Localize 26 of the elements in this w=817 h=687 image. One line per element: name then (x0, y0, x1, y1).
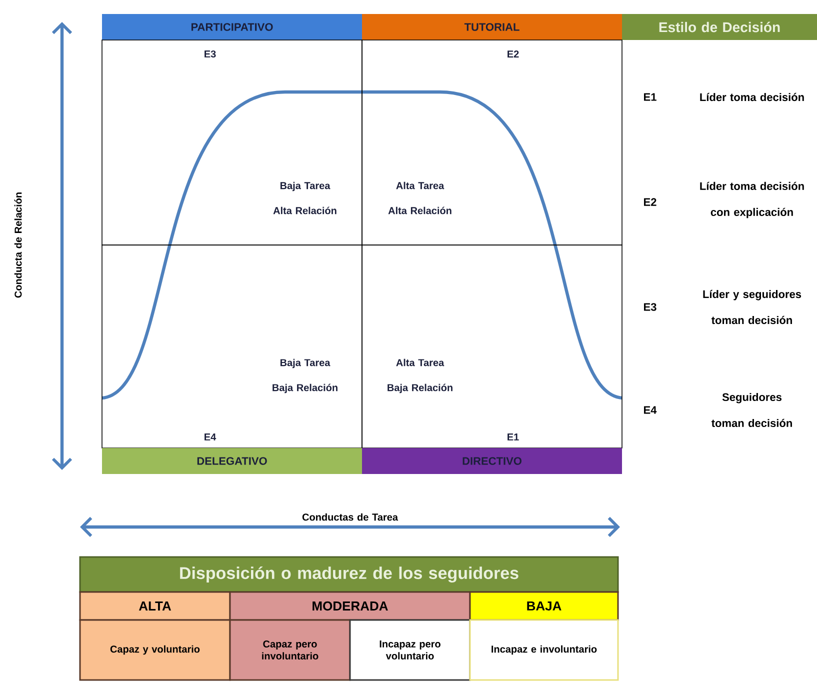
table-cell: Capaz pero involuntario (229, 619, 351, 681)
band-header: TUTORIAL (362, 14, 622, 40)
table-cell: Incapaz e involuntario (469, 619, 619, 681)
table-header-cell: MODERADA (229, 591, 471, 621)
band-header: Estilo de Decisión (622, 14, 817, 40)
style-description: Líder y seguidores toman decisión (703, 290, 802, 324)
axis-label: Conducta de Relación (14, 192, 22, 298)
quadrant: Baja Tarea Baja Relación E4 (102, 244, 362, 448)
style-description: Líder toma decisión (700, 92, 804, 102)
style-code: E4 (644, 406, 657, 414)
band-header: PARTICIPATIVO (102, 14, 362, 40)
quadrant: E2 Alta Tarea Alta Relación (362, 40, 622, 246)
style-description: Líder toma decisión con explicación (700, 182, 804, 218)
quadrant: Alta Tarea Baja Relación E1 (362, 244, 622, 448)
style-description: Seguidores toman decisión (712, 392, 792, 428)
style-code: E3 (644, 303, 656, 311)
band-footer: DIRECTIVO (362, 448, 622, 474)
table-header-cell: BAJA (469, 591, 619, 621)
style-code: E1 (644, 93, 656, 101)
style-code: E2 (644, 198, 656, 206)
table-title: Disposición o madurez de los seguidores (79, 556, 619, 593)
table-header-cell: ALTA (79, 591, 231, 621)
axis-label: Conductas de Tarea (302, 513, 398, 521)
quadrant: E3 Baja Tarea Alta Relación (102, 40, 362, 246)
table-cell: Incapaz pero voluntario (349, 619, 471, 681)
band-footer: DELEGATIVO (102, 448, 362, 474)
